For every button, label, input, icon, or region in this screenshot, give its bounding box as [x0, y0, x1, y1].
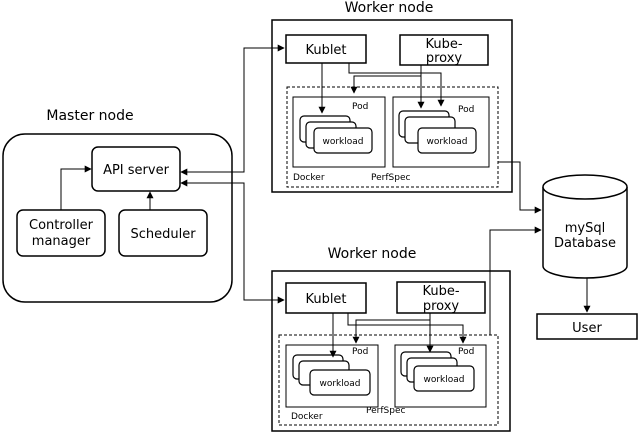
bottom-kublet-to-right-pod-arrow — [347, 313, 467, 344]
user-box: User — [536, 313, 638, 340]
top-pod-right-label: Pod — [458, 105, 474, 115]
bottom-pod-right-label: Pod — [458, 347, 474, 357]
user-label: User — [572, 321, 602, 336]
api-to-top-kublet-arrow — [180, 44, 285, 176]
top-right-workload-label: workload — [426, 137, 467, 147]
scheduler-box: Scheduler — [118, 209, 208, 257]
master-node-title: Master node — [46, 108, 133, 124]
mysql-database-cylinder: mySql Database — [542, 174, 628, 279]
bottom-perfspec-label: PerfSpec — [366, 406, 405, 416]
top-left-workload-label: workload — [322, 137, 363, 147]
api-to-bottom-kublet-arrow — [180, 179, 285, 304]
worker-node-bottom-container — [271, 270, 511, 432]
scheduler-label: Scheduler — [130, 227, 196, 242]
worker-node-bottom-title: Worker node — [328, 246, 417, 262]
controller-manager-label-line1: Controller — [29, 218, 94, 233]
bottom-proxy-to-left-pod-arrow — [352, 319, 430, 344]
controller-to-api-arrow — [60, 165, 92, 210]
api-server-label: API server — [103, 163, 170, 178]
bottom-pod-left-label: Pod — [352, 347, 368, 357]
bottom-docker-label: Docker — [291, 412, 323, 422]
top-kublet-label: Kublet — [305, 43, 346, 58]
top-kube-proxy-label-line2: proxy — [426, 51, 463, 66]
bottom-left-workload-box — [309, 369, 371, 396]
top-kublet-to-right-pod-arrow — [348, 63, 445, 107]
top-right-workload-box — [417, 127, 477, 154]
bottom-right-workload-box — [413, 365, 475, 392]
top-perfspec-label: PerfSpec — [371, 173, 410, 183]
bottom-left-workload-label: workload — [319, 379, 360, 389]
top-docker-dashed-container — [286, 86, 499, 188]
top-left-workload-box — [313, 127, 373, 154]
top-docker-label: Docker — [293, 173, 325, 183]
worker-node-top-title: Worker node — [345, 0, 434, 16]
top-kube-proxy-box: Kube- proxy — [399, 34, 489, 66]
bottom-right-workload-label: workload — [423, 375, 464, 385]
controller-manager-label-line2: manager — [32, 234, 91, 249]
bottom-kube-proxy-label-line2: proxy — [423, 299, 460, 314]
database-label-line1: mySql — [565, 221, 605, 236]
top-proxy-to-left-pod-arrow — [350, 75, 421, 94]
bottom-kublet-label: Kublet — [305, 292, 346, 307]
top-pod-left-label: Pod — [352, 102, 368, 112]
top-kube-proxy-label-line1: Kube- — [425, 37, 462, 52]
database-label-line2: Database — [554, 236, 616, 251]
top-kublet-box: Kublet — [285, 34, 367, 64]
bottom-kube-proxy-box: Kube- proxy — [396, 281, 486, 314]
top-perfspec-to-database-arrow — [498, 161, 542, 214]
bottom-kublet-box: Kublet — [285, 282, 367, 314]
bottom-perfspec-to-database-arrow — [489, 226, 542, 335]
worker-node-top-container — [271, 19, 513, 193]
bottom-kube-proxy-label-line1: Kube- — [422, 284, 459, 299]
api-server-box: API server — [91, 146, 181, 192]
bottom-docker-dashed-container — [278, 334, 499, 426]
controller-manager-box: Controller manager — [16, 209, 106, 257]
